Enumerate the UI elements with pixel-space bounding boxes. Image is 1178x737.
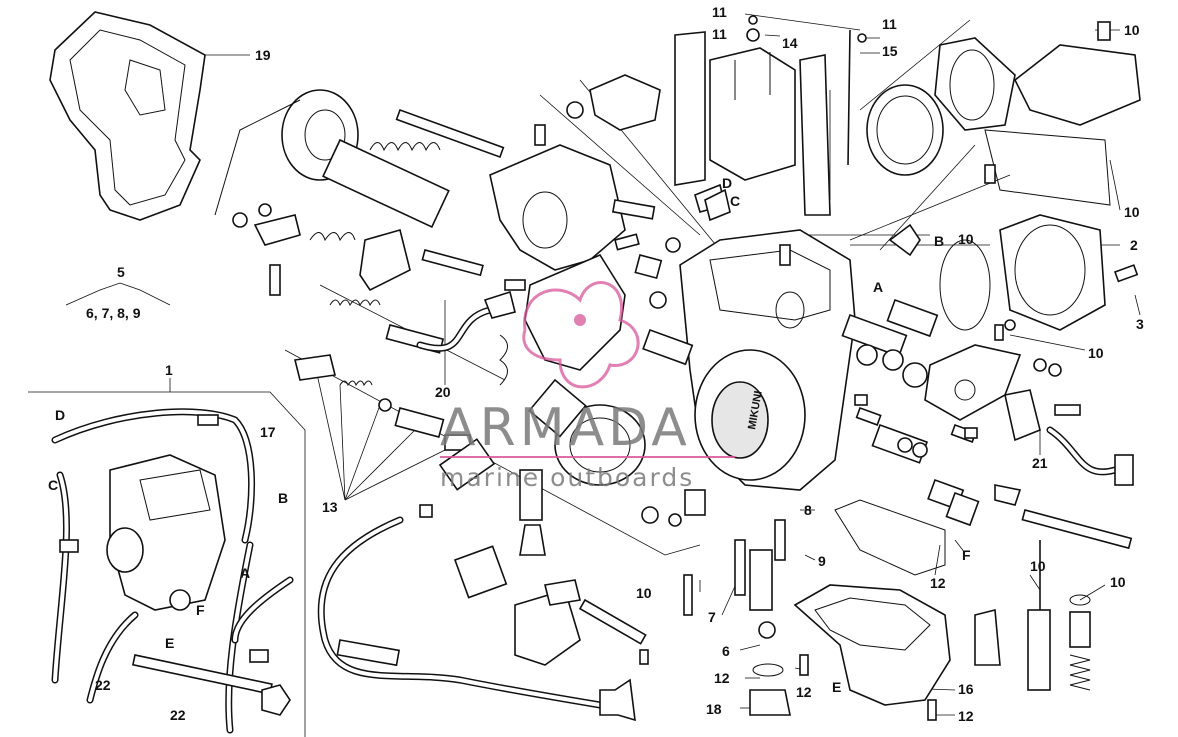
flange-part <box>939 214 1139 331</box>
callout-10f: 10 <box>1030 558 1046 574</box>
callout-14: 14 <box>782 35 798 51</box>
letter-E: E <box>832 679 841 695</box>
throttle-shaft-part <box>214 89 505 229</box>
watermark-brand: ARMADA <box>440 398 691 458</box>
inset-letter-D: D <box>55 407 65 423</box>
callout-labels: 19 5 6, 7, 8, 9 1 D C B A F E 17 22 22 2… <box>48 4 1144 724</box>
inset-callout-17: 17 <box>260 424 276 440</box>
callout-10g: 10 <box>1110 574 1126 590</box>
callout-11c: 11 <box>882 16 897 32</box>
callout-13: 13 <box>322 499 338 515</box>
callout-18: 18 <box>706 701 722 717</box>
inset-letter-A: A <box>240 565 250 581</box>
inset-callout-22b: 22 <box>170 707 186 723</box>
choke-cable-part <box>317 504 636 722</box>
letter-F: F <box>962 547 971 563</box>
callout-12c: 12 <box>796 684 812 700</box>
callout-10a: 10 <box>1124 22 1140 38</box>
group-label-items: 6, 7, 8, 9 <box>86 305 141 321</box>
callout-20: 20 <box>435 384 451 400</box>
callout-21: 21 <box>1032 455 1048 471</box>
letter-C: C <box>730 193 740 209</box>
callout-10d: 10 <box>1088 345 1104 361</box>
callout-11a: 11 <box>712 4 727 20</box>
callout-3: 3 <box>1136 316 1144 332</box>
callout-10b: 10 <box>1124 204 1140 220</box>
jet-stack-parts <box>1027 540 1091 691</box>
callout-10c: 10 <box>958 231 974 247</box>
callout-10e: 10 <box>636 585 652 601</box>
callout-15: 15 <box>882 43 898 59</box>
callout-7: 7 <box>708 609 716 625</box>
inset-letter-C: C <box>48 477 58 493</box>
lower-centre-parts <box>294 279 706 666</box>
inset-letter-E: E <box>165 635 174 651</box>
callout-12d: 12 <box>958 708 974 724</box>
watermark-tagline: marine outboards <box>440 463 694 492</box>
inset-letter-F: F <box>196 602 205 618</box>
intake-boot-parts <box>866 21 1141 206</box>
callout-8: 8 <box>804 502 812 518</box>
letter-A: A <box>873 279 883 295</box>
top-cap-parts <box>566 15 867 216</box>
callout-6: 6 <box>722 643 730 659</box>
letter-B: B <box>934 233 944 249</box>
right-fittings <box>855 344 1134 550</box>
callout-16: 16 <box>958 681 974 697</box>
callout-12b: 12 <box>714 670 730 686</box>
inset-callout-22a: 22 <box>95 677 111 693</box>
misc-small-parts <box>534 124 1016 439</box>
throttle-bracket-part <box>489 144 626 386</box>
throttle-cover-part <box>49 11 206 221</box>
callout-11b: 11 <box>712 26 727 42</box>
callout-12a: 12 <box>930 575 946 591</box>
carburetor-body <box>554 229 939 491</box>
inset-number: 1 <box>165 362 173 378</box>
float-bowl-parts <box>683 499 1001 721</box>
callout-9: 9 <box>818 553 826 569</box>
callout-19: 19 <box>255 47 271 63</box>
watermark-logo-graphic <box>522 281 640 389</box>
watermark: ARMADA marine outboards <box>440 398 735 492</box>
letter-D: D <box>722 175 732 191</box>
linkage-parts <box>232 203 484 296</box>
inset-letter-B: B <box>278 490 288 506</box>
callout-2: 2 <box>1130 237 1138 253</box>
group-label-title: 5 <box>117 264 125 280</box>
choke-plunger-part <box>329 290 516 354</box>
inset-assembly-drawing <box>51 408 294 734</box>
